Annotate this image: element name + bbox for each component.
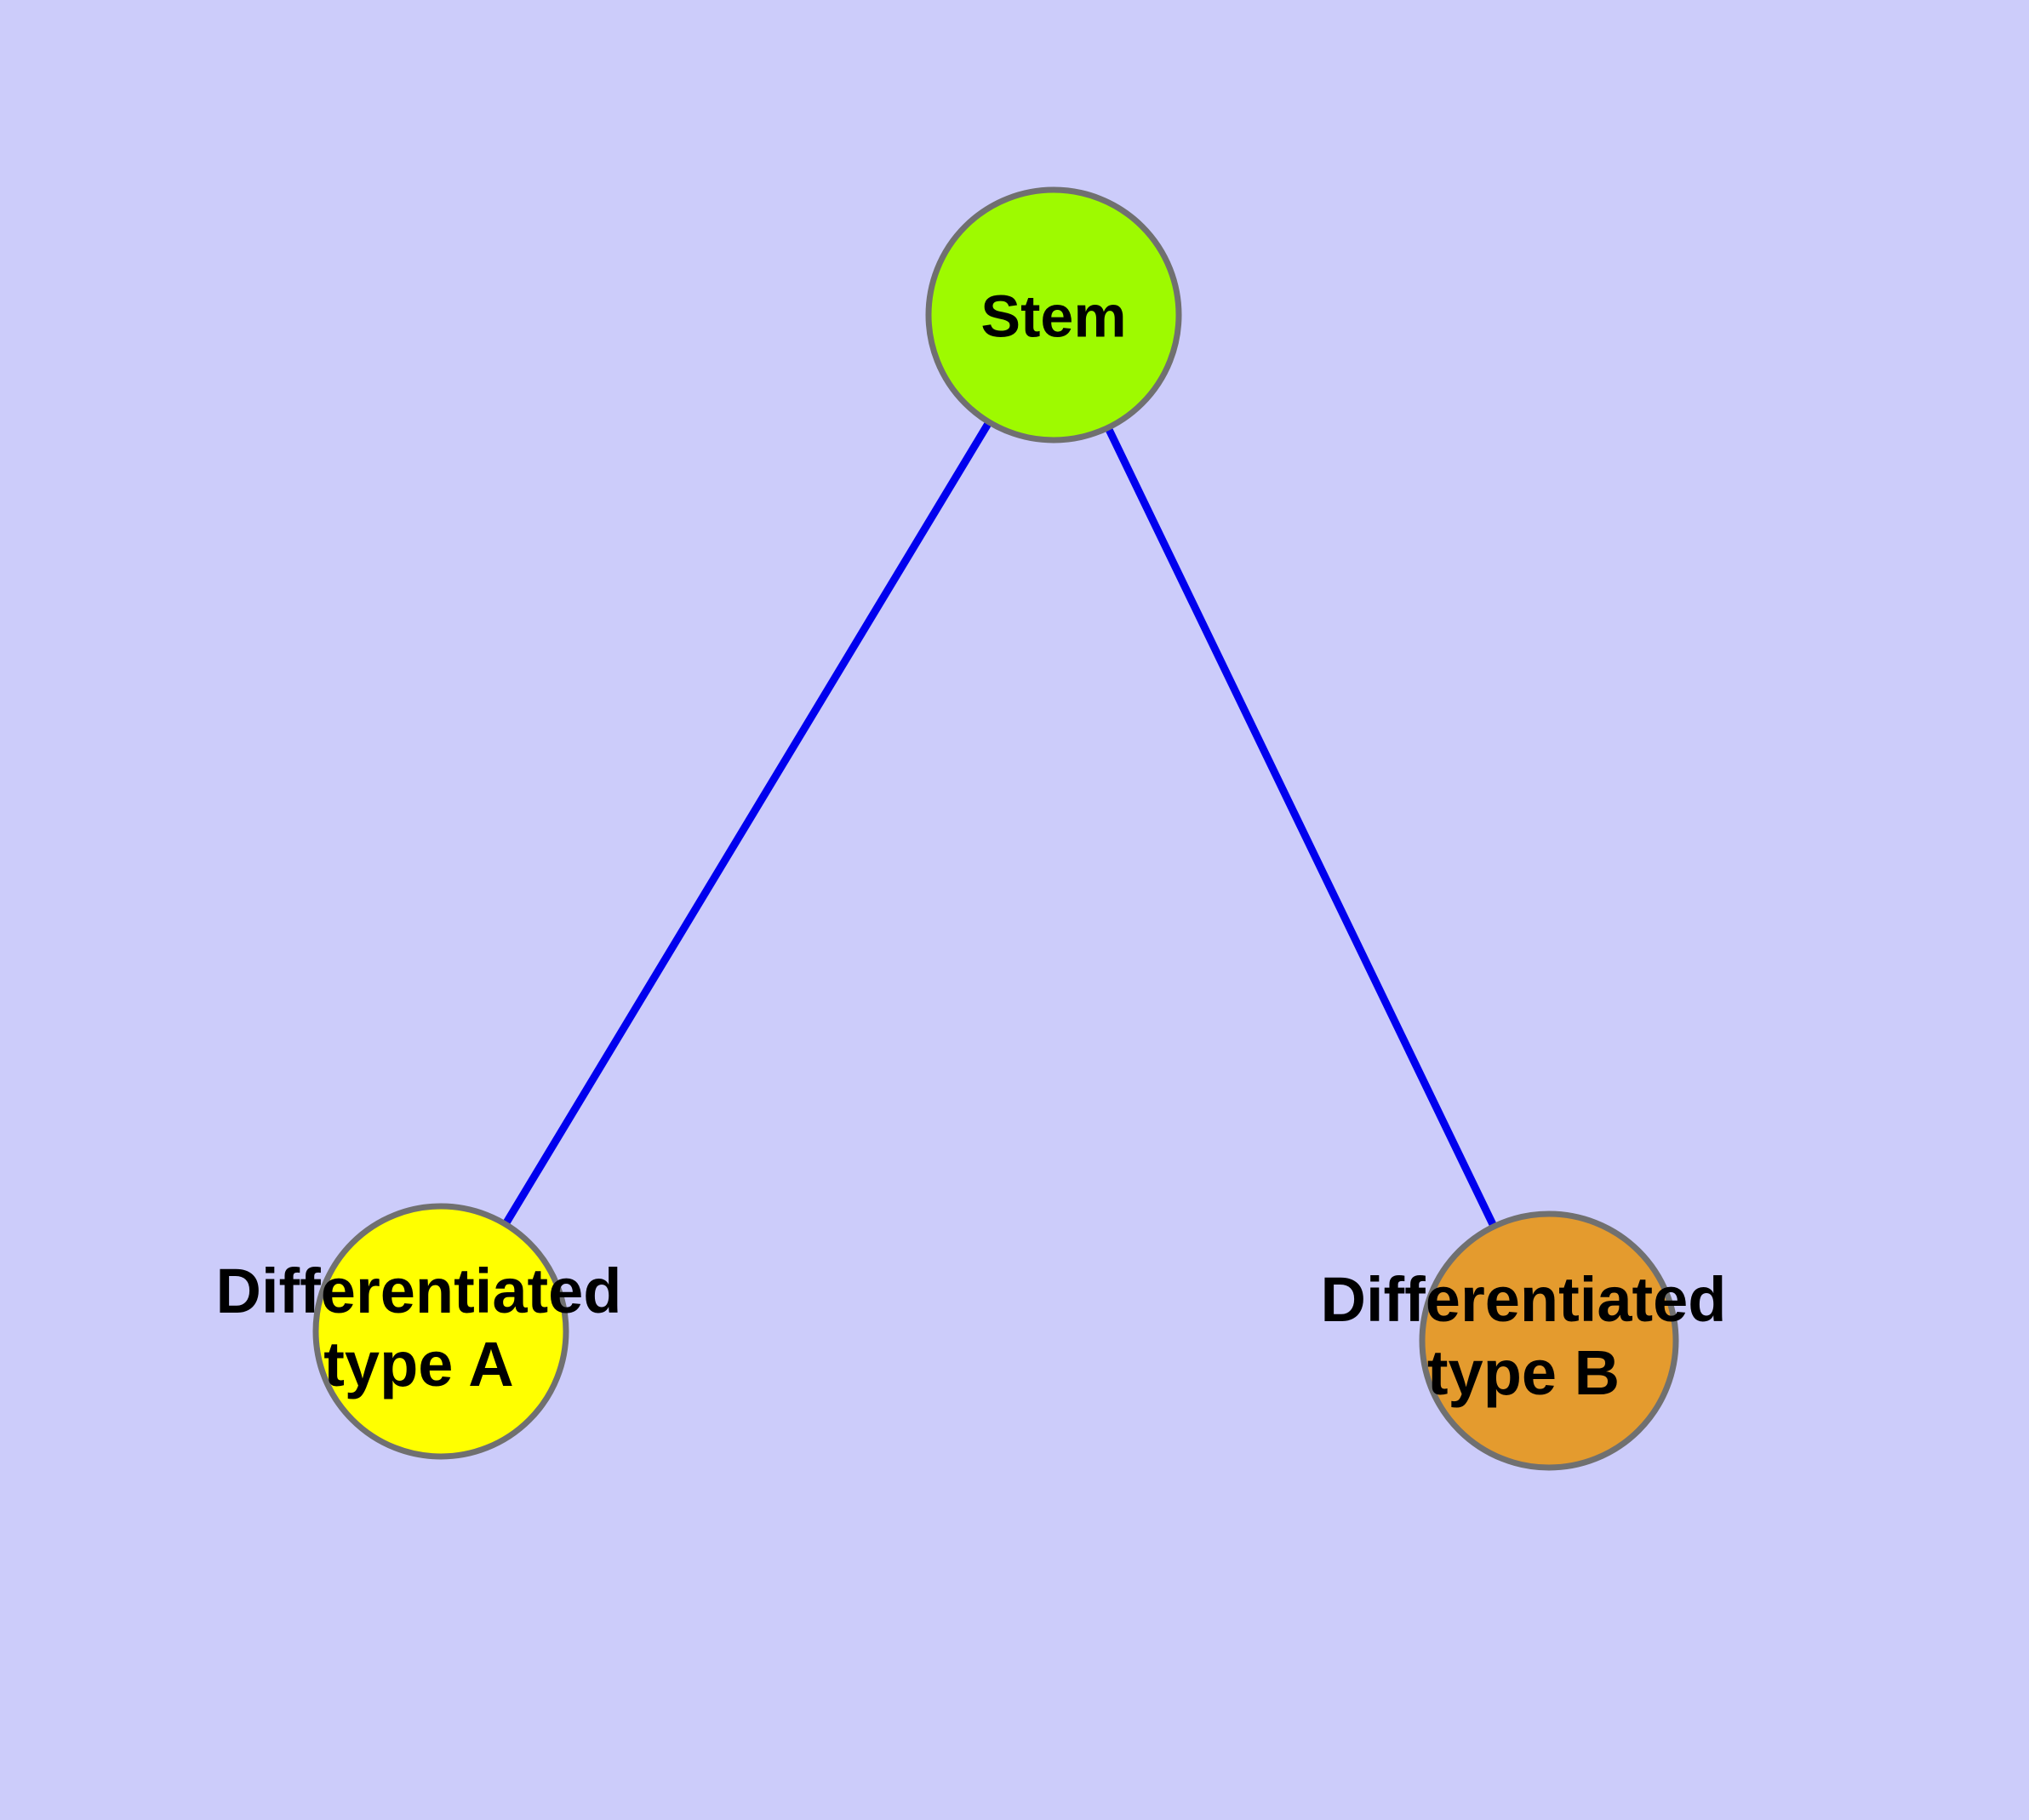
node-differentiated-type-b[interactable] bbox=[1419, 1210, 1679, 1471]
node-stem[interactable] bbox=[925, 186, 1182, 444]
edge-stem-to-differentiated-type-b[interactable] bbox=[1049, 313, 1553, 1342]
edges-layer bbox=[437, 312, 1553, 1342]
node-differentiated-type-a[interactable] bbox=[312, 1203, 569, 1460]
nodes-layer bbox=[312, 186, 1679, 1471]
edge-stem-to-differentiated-type-a[interactable] bbox=[437, 312, 1057, 1334]
